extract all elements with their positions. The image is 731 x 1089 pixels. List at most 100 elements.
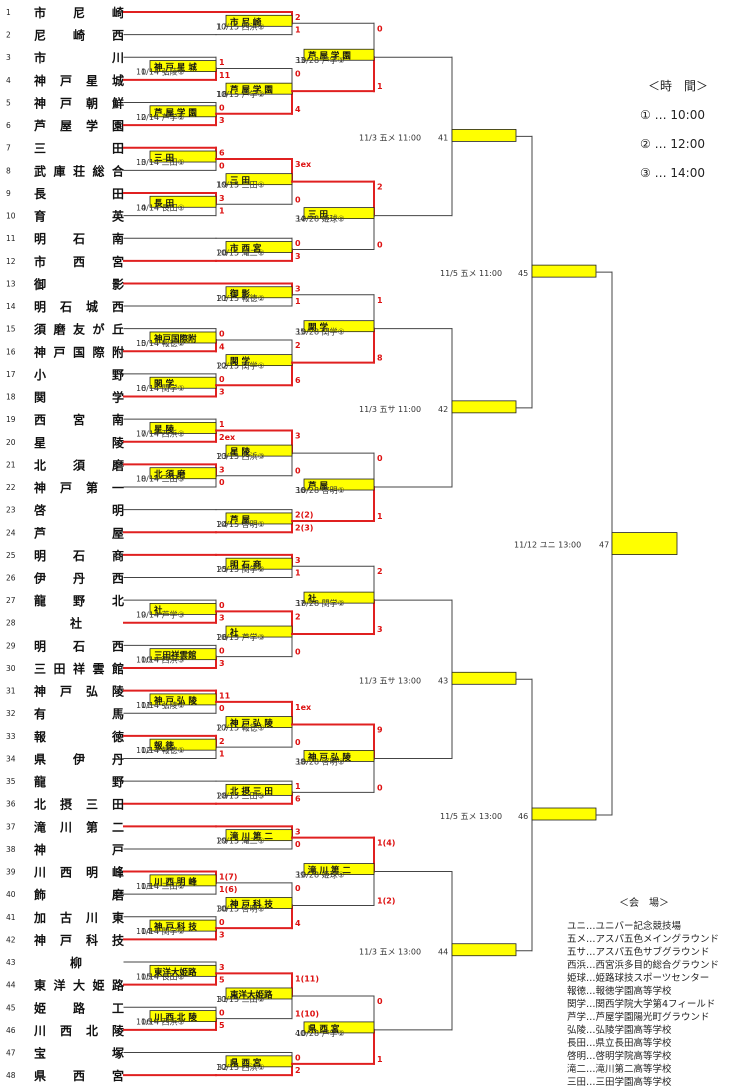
- score: 3: [295, 431, 301, 440]
- r1-info: 10/14 芦学②: [136, 112, 185, 122]
- r2-winner-box: [225, 444, 293, 457]
- time-item: ① … 10:00: [640, 108, 705, 122]
- team-number: 37: [6, 822, 16, 831]
- r3-winner-box: [303, 1021, 375, 1034]
- team-number: 25: [6, 551, 16, 560]
- r3-winner-box: [303, 207, 375, 219]
- time-legend-title: ＜時 間＞: [648, 79, 709, 93]
- r1-winner-box: [149, 1010, 217, 1022]
- final-info: 11/12 ユニ 13:00: [514, 541, 581, 550]
- team-number: 3: [6, 53, 11, 62]
- r3-info: 10/28 啓明②: [296, 756, 345, 766]
- score: 1(7): [219, 873, 237, 882]
- r3-winner-name: 芦 屋 学 園: [308, 51, 351, 62]
- score: 1(2): [377, 896, 395, 905]
- time-item: ② … 12:00: [640, 137, 705, 151]
- r1-winner-box: [149, 376, 217, 389]
- r1-winner-name: 東洋大姫路: [154, 967, 197, 978]
- r5-winner-box: [531, 264, 597, 278]
- team-name: 星陵: [34, 435, 125, 450]
- r2-match-number: 30: [217, 904, 227, 913]
- r1-match-number: 9: [141, 610, 146, 619]
- team-name: 加古川東: [33, 910, 124, 925]
- r2-info: 10/15 三田①: [216, 181, 265, 190]
- score: 0: [377, 241, 383, 250]
- score: 3: [219, 194, 225, 203]
- team-name: 市尼崎: [34, 5, 124, 20]
- team-number: 42: [6, 935, 16, 944]
- score: 3: [219, 659, 225, 668]
- r3-match-number: 33: [295, 56, 305, 65]
- r3-info: 10/28 関学①: [296, 327, 345, 337]
- score: 1(10): [295, 1010, 319, 1019]
- team-name: 三田祥雲館: [34, 661, 124, 676]
- venue-item: 五メ…アスパ五色メイングラウンド: [567, 934, 720, 945]
- r2-winner-box: [225, 557, 293, 570]
- score: 5: [219, 1021, 225, 1030]
- r2-winner-name: 県 西 宮: [230, 1057, 262, 1068]
- r2-winner-box: [225, 241, 293, 253]
- score: 0: [219, 375, 225, 384]
- team-number: 8: [6, 166, 11, 175]
- team-name: 明石城西: [34, 299, 124, 314]
- r1-info: 10/14 西浜③: [136, 655, 185, 665]
- r2-info: 10/15 滝二②: [216, 248, 265, 258]
- team-number: 32: [6, 709, 16, 718]
- score: 2(2): [295, 511, 313, 520]
- team-name: 武庫荘総合: [34, 163, 125, 178]
- r5-info: 11/5 五メ 11:00: [440, 269, 502, 278]
- r1-winner-box: [149, 738, 217, 751]
- r2-info: 10/15 関学①: [216, 361, 265, 371]
- team-number: 35: [6, 777, 16, 786]
- r1-winner-box: [149, 964, 217, 977]
- score: 0: [219, 704, 225, 713]
- r2-match-number: 22: [217, 362, 227, 371]
- team-name: 芦屋: [34, 525, 124, 540]
- r2-winner-name: 芦 屋: [230, 514, 250, 525]
- r1-winner-name: 川 西 明 峰: [153, 876, 197, 887]
- r2-match-number: 24: [217, 520, 227, 529]
- r1-info: 10/14 関学②: [136, 926, 185, 936]
- r2-winner-name: 関 学: [230, 356, 250, 367]
- team-name: 三田: [34, 142, 124, 156]
- r4-info: 11/3 五サ 13:00: [359, 676, 421, 685]
- r4-winner-box: [451, 943, 517, 957]
- score: 0: [219, 646, 225, 655]
- r3-match-number: 37: [295, 599, 305, 608]
- r2-winner-name: 市 西 宮: [230, 243, 262, 254]
- r4-info: 11/3 五メ 11:00: [359, 133, 421, 142]
- time-legend: ＜時 間＞ ① … 10:00 ② … 12:00 ③ … 14:00: [640, 72, 730, 188]
- r1-winner-name: 神 戸 科 技: [154, 922, 197, 933]
- team-name: 尼崎西: [34, 28, 124, 43]
- r1-info: 10/14 弘陵①: [136, 701, 185, 710]
- r3-match-number: 36: [295, 486, 305, 495]
- r2-info: 10/15 芦学③: [216, 632, 265, 642]
- venue-item: 三田…三田学園高等学校: [567, 1077, 672, 1088]
- team-number: 43: [6, 958, 16, 967]
- r1-info: 10/14 弘陵②: [136, 68, 185, 77]
- r1-info: 10/14 西浜②: [136, 428, 185, 438]
- r2-match-number: 29: [217, 837, 227, 846]
- score: 1(6): [219, 885, 237, 894]
- final-match-number: 47: [599, 541, 609, 550]
- r1-winner-name: 神戸国際附: [154, 333, 197, 344]
- r2-info: 10/15 報徳①: [216, 723, 265, 733]
- r2-winner-box: [225, 625, 293, 638]
- r1-match-number: 2: [141, 113, 146, 122]
- score: 1ex: [295, 703, 312, 712]
- score: 3: [219, 930, 225, 939]
- score: 0: [295, 70, 301, 79]
- score: 3: [295, 252, 301, 261]
- r3-winner-name: 関 学: [308, 322, 328, 333]
- r1-winner-name: 報 徳: [154, 741, 174, 752]
- score: 4: [295, 919, 301, 928]
- r1-winner-name: 三田祥雲館: [154, 650, 197, 661]
- r4-match-number: 43: [438, 676, 448, 685]
- score: 11: [219, 692, 231, 701]
- team-number: 41: [6, 913, 16, 922]
- r2-winner-box: [225, 987, 293, 1000]
- score: 6: [295, 795, 301, 804]
- team-number: 22: [6, 483, 16, 492]
- team-name: 神戸: [34, 842, 124, 857]
- r2-match-number: 19: [217, 181, 227, 190]
